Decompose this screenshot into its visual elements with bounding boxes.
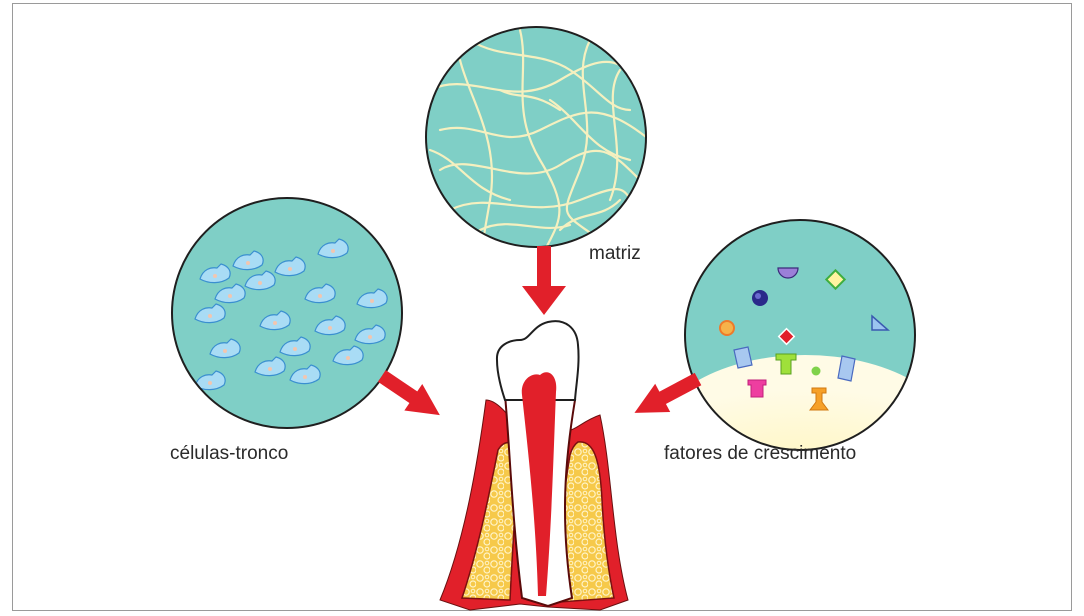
arrow-right-icon <box>373 363 449 429</box>
receptor-icon <box>748 380 766 397</box>
growth-factors-label: fatores de crescimento <box>664 443 856 465</box>
matrix-circle <box>426 27 650 250</box>
receptor-icon <box>734 347 752 368</box>
receptor-icon <box>812 367 821 376</box>
matrix-label: matriz <box>589 243 641 265</box>
orb-factor-icon <box>720 321 734 335</box>
arrow-left-icon <box>627 365 706 427</box>
stem-cells-circle <box>172 198 402 428</box>
cell-surface <box>655 355 955 525</box>
arrow-down-icon <box>522 246 566 315</box>
tooth-icon <box>440 321 628 610</box>
growth-factors-circle <box>655 220 955 525</box>
stem-cells-label: células-tronco <box>170 443 288 465</box>
